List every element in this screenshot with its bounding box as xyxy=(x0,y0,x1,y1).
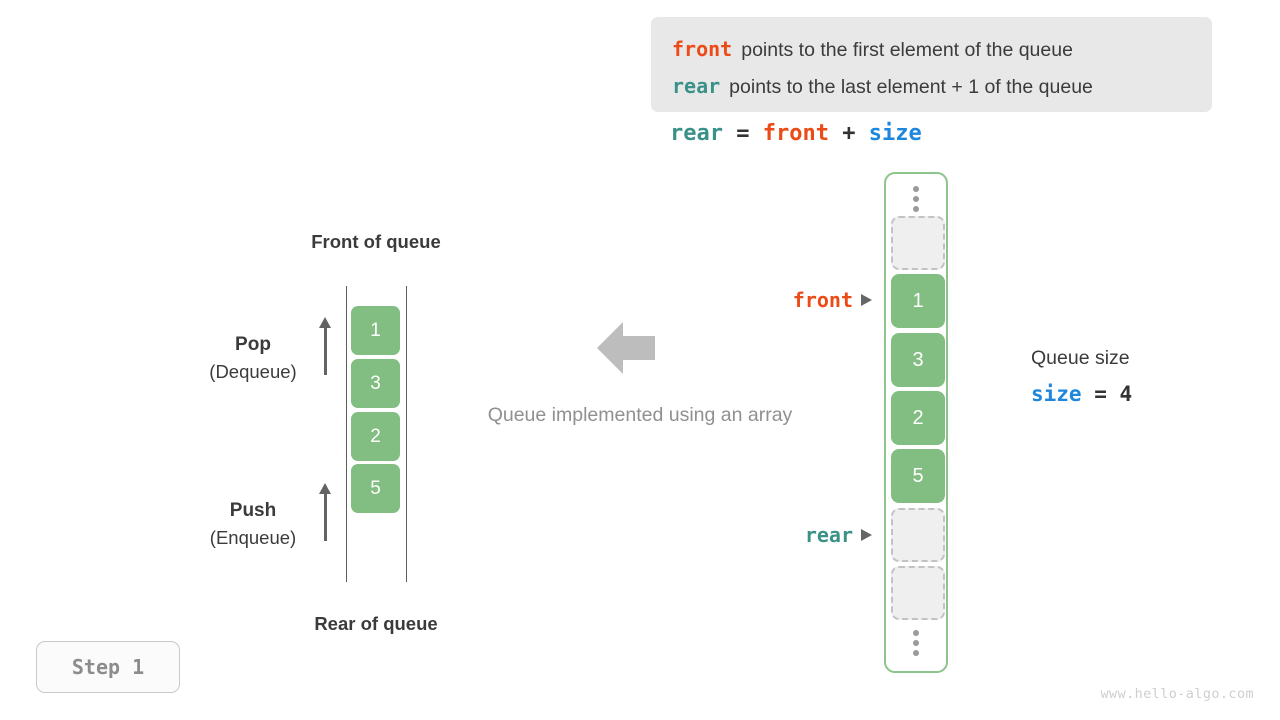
push-title: Push xyxy=(229,500,277,521)
front-pointer-label: front xyxy=(700,288,872,312)
legend-box: front points to the first element of the … xyxy=(651,17,1212,112)
legend-token-front: front xyxy=(672,37,733,61)
array-slot-filled: 1 xyxy=(891,274,945,328)
stack-cell: 5 xyxy=(351,464,400,513)
stack-rail-right xyxy=(406,286,407,582)
step-badge: Step 1 xyxy=(36,641,180,693)
push-subtitle: (Enqueue) xyxy=(209,527,297,548)
queue-size-block: Queue size size = 4 xyxy=(1031,344,1132,410)
left-block-arrow-icon xyxy=(597,322,655,374)
legend-token-rear: rear xyxy=(672,74,721,98)
array-slot-empty xyxy=(891,216,945,270)
pop-title: Pop xyxy=(235,334,271,355)
queue-size-title: Queue size xyxy=(1031,347,1130,369)
push-label: Push (Enqueue) xyxy=(173,498,333,551)
rear-pointer-text: rear xyxy=(804,523,853,547)
size-assignment: = xyxy=(1081,382,1120,406)
right-triangle-icon xyxy=(861,529,872,541)
formula-operand-front: front xyxy=(762,121,829,146)
array-slot-empty xyxy=(891,566,945,620)
front-of-queue-label: Front of queue xyxy=(311,231,441,252)
stack-cell: 1 xyxy=(351,306,400,355)
front-pointer-text: front xyxy=(792,288,853,312)
arrow-tip xyxy=(597,322,623,374)
legend-line-front: front points to the first element of the … xyxy=(672,31,1212,68)
stack-cell: 3 xyxy=(351,359,400,408)
rear-pointer-label: rear xyxy=(700,523,872,547)
formula-lhs: rear xyxy=(670,121,723,146)
diagram-caption: Queue implemented using an array xyxy=(487,404,793,426)
array-slot-filled: 5 xyxy=(891,449,945,503)
formula-equals: = xyxy=(722,121,763,146)
formula-plus: + xyxy=(828,121,869,146)
queue-size-value: size = 4 xyxy=(1031,378,1132,410)
size-var-name: size xyxy=(1031,382,1082,406)
array-slot-filled: 2 xyxy=(891,391,945,445)
stack-rail-left xyxy=(346,286,347,582)
arrow-head xyxy=(319,317,331,328)
array-column: 1 3 2 5 xyxy=(884,172,948,673)
arrow-shaft xyxy=(324,492,327,541)
legend-line-rear: rear points to the last element + 1 of th… xyxy=(672,68,1212,105)
vertical-ellipsis-icon xyxy=(912,630,920,660)
watermark: www.hello-algo.com xyxy=(1100,686,1254,702)
array-slot-empty xyxy=(891,508,945,562)
formula-operand-size: size xyxy=(868,121,922,146)
rear-of-queue-label: Rear of queue xyxy=(314,613,438,634)
up-arrow-icon xyxy=(317,483,333,541)
pop-label: Pop (Dequeue) xyxy=(173,332,333,385)
array-slot-filled: 3 xyxy=(891,333,945,387)
legend-desc-front: points to the first element of the queue xyxy=(741,39,1073,61)
pop-subtitle: (Dequeue) xyxy=(209,361,297,382)
stack-cell: 2 xyxy=(351,412,400,461)
vertical-ellipsis-icon xyxy=(912,186,920,216)
up-arrow-icon xyxy=(317,317,333,375)
legend-desc-rear: points to the last element + 1 of the qu… xyxy=(729,76,1093,98)
arrow-shaft xyxy=(324,326,327,375)
formula-rear-equals-front-plus-size: rear = front + size xyxy=(670,121,922,146)
size-number: 4 xyxy=(1119,382,1133,406)
arrow-tail xyxy=(621,336,655,360)
arrow-head xyxy=(319,483,331,494)
right-triangle-icon xyxy=(861,294,872,306)
